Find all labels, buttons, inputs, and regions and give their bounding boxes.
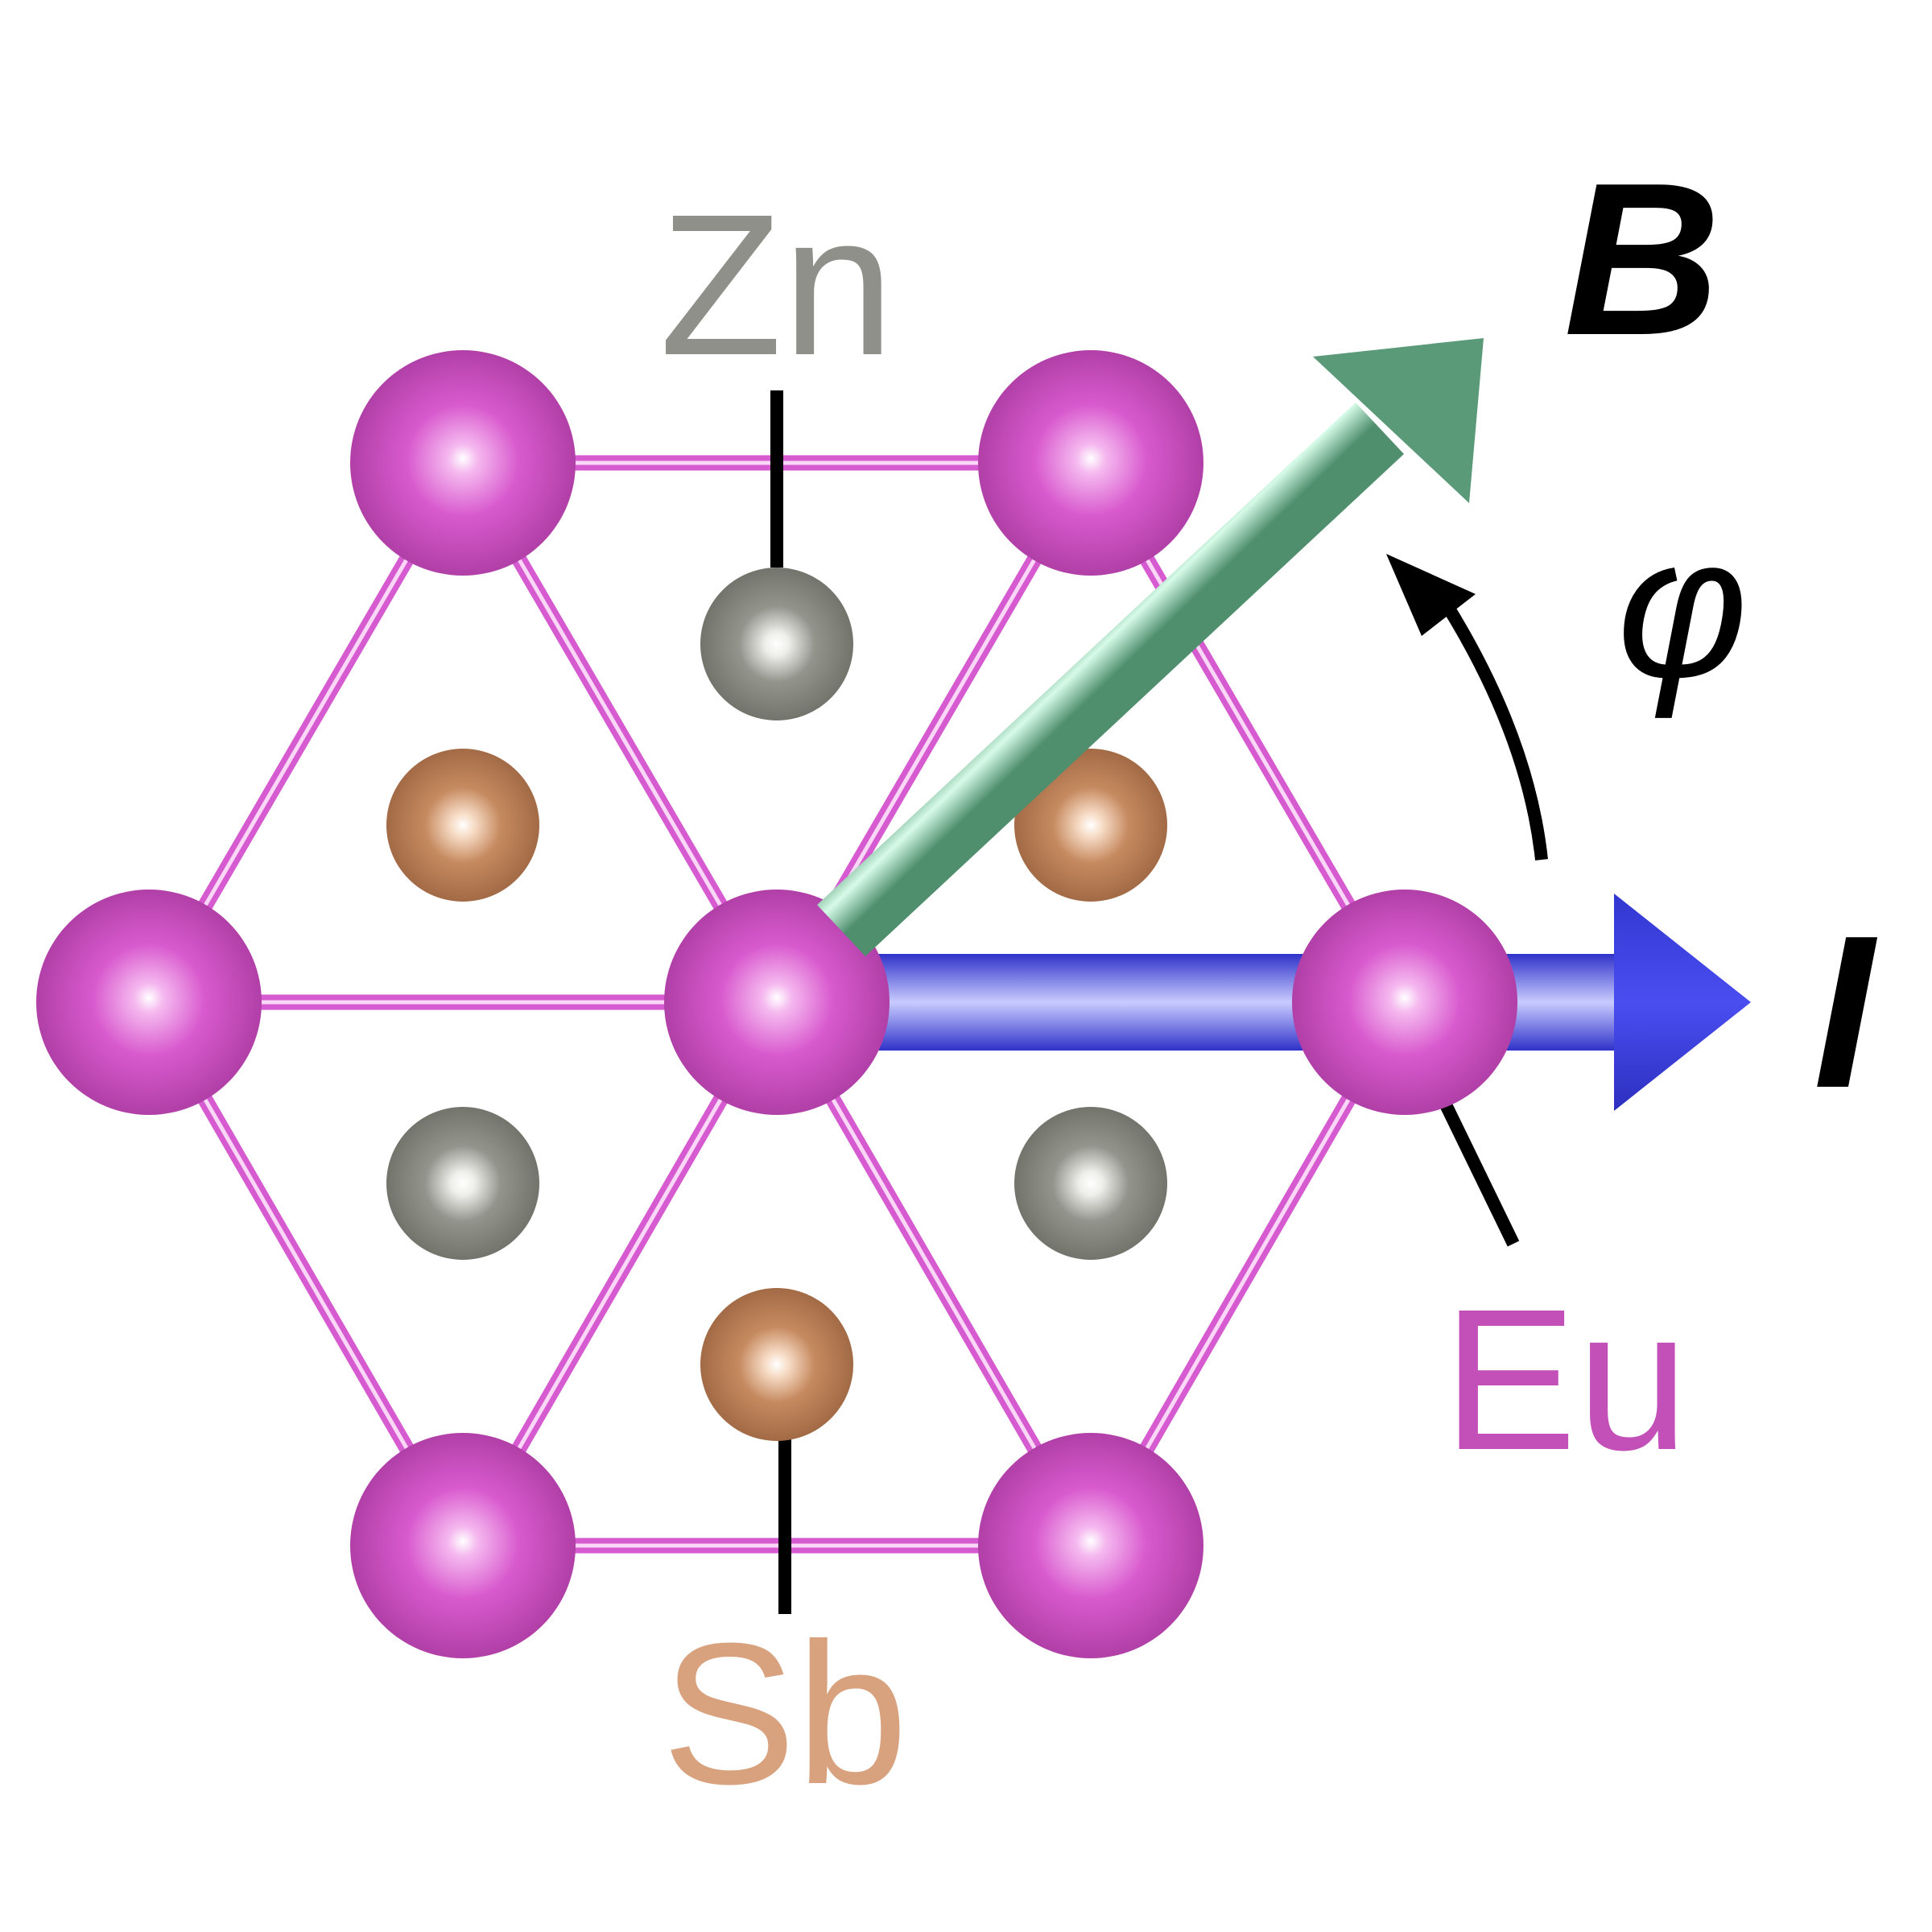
zn-atom: [1014, 1107, 1167, 1260]
eu-leader-line: [1435, 1092, 1520, 1247]
eu-atom: [664, 890, 890, 1115]
eu-atom: [350, 350, 576, 576]
field-label: B: [1564, 138, 1721, 381]
angle-arc-line: [1435, 592, 1548, 861]
eu-atom: [36, 890, 262, 1115]
sb-atoms: [386, 749, 1167, 1441]
eu-atom: [978, 1433, 1203, 1658]
zn-atom: [386, 1107, 539, 1260]
sb-label: Sb: [662, 1601, 908, 1826]
zn-atoms: [386, 568, 1167, 1260]
eu-atom: [1292, 890, 1517, 1115]
sb-atom: [386, 749, 539, 902]
zn-atom: [700, 568, 853, 720]
angle-arc: [1386, 554, 1548, 861]
sb-atom: [700, 1288, 853, 1441]
current-label: I: [1813, 891, 1877, 1133]
angle-arc-head: [1386, 554, 1476, 636]
field-arrow: [817, 338, 1484, 956]
current-arrow-head: [1614, 894, 1751, 1111]
eu-atoms: [36, 350, 1517, 1658]
angle-label: φ: [1616, 494, 1748, 719]
current-arrow: [777, 894, 1751, 1111]
field-arrow-head: [1313, 338, 1484, 503]
zn-label: Zn: [659, 172, 894, 397]
sb-atom: [1014, 749, 1167, 902]
leader-lines: [770, 390, 1520, 1614]
eu-label: Eu: [1443, 1267, 1689, 1492]
eu-atom: [978, 350, 1203, 576]
field-arrow-shaft: [817, 402, 1404, 956]
eu-atom: [350, 1433, 576, 1658]
